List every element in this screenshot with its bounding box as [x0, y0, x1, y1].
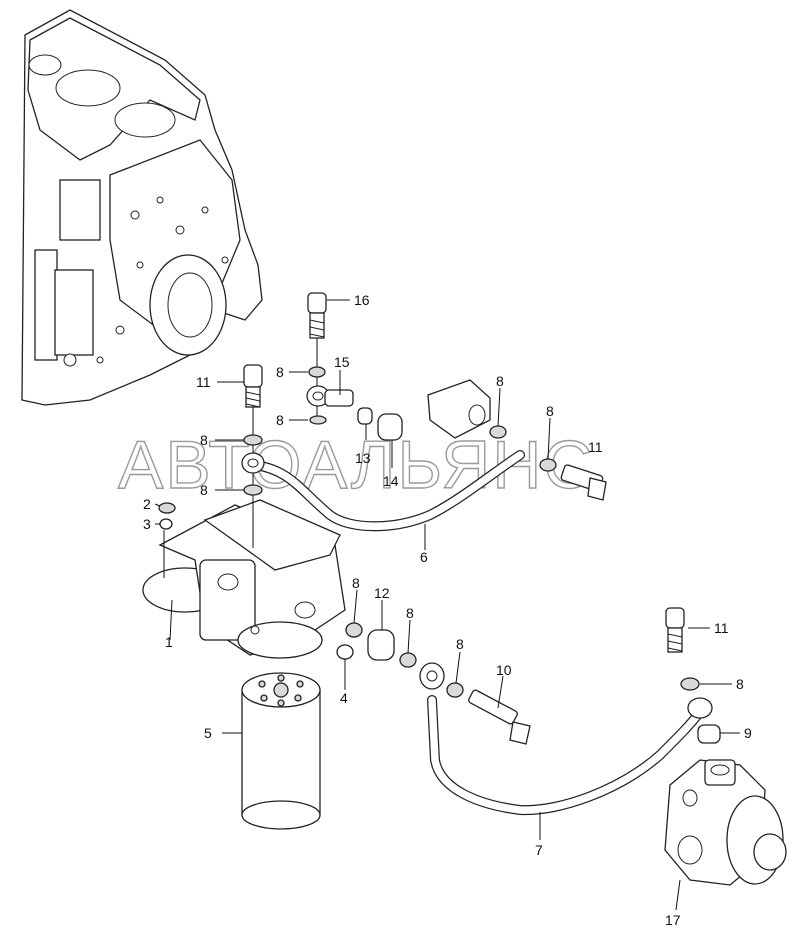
sleeve-9	[697, 724, 721, 744]
banjo-fitting-15	[306, 385, 354, 407]
banjo-bolt-11-upper-right	[560, 464, 607, 501]
washer-8-b	[243, 484, 263, 496]
callout-12: 12	[374, 585, 390, 601]
banjo-bolt-11-left	[243, 364, 263, 548]
leader-lines	[154, 299, 740, 911]
callout-6: 6	[420, 549, 428, 565]
banjo-bolt-11-right	[665, 607, 685, 653]
washer-8-i	[446, 682, 464, 698]
callout-11-upper-right: 11	[588, 439, 603, 455]
banjo-fitting-7-top	[419, 662, 445, 690]
callout-8-j: 8	[736, 676, 744, 692]
fuel-pump-17	[664, 759, 787, 886]
washer-8-c	[308, 366, 326, 378]
callout-1: 1	[165, 634, 173, 650]
sleeve-13	[357, 407, 373, 425]
banjo-fitting-7-right	[687, 697, 713, 719]
washer-8-a	[243, 434, 263, 446]
callout-8-f: 8	[546, 403, 554, 419]
callout-10: 10	[496, 662, 512, 678]
callout-7: 7	[535, 842, 543, 858]
callout-11-right: 11	[714, 620, 729, 636]
callout-8-i: 8	[456, 636, 464, 652]
callout-15: 15	[334, 354, 350, 370]
callout-17: 17	[665, 912, 681, 928]
callout-8-d: 8	[276, 412, 284, 428]
washer-8-d	[309, 415, 327, 425]
callout-13: 13	[355, 450, 371, 466]
pipe-6	[250, 450, 525, 532]
screw-2	[158, 502, 176, 514]
callout-8-e: 8	[496, 373, 504, 389]
pipe-7	[427, 695, 705, 816]
sleeve-12	[367, 629, 395, 661]
callout-11-left: 11	[196, 374, 211, 390]
callout-9: 9	[744, 725, 752, 741]
callout-14: 14	[383, 473, 399, 489]
washer-8-e	[489, 425, 507, 439]
callout-5: 5	[204, 725, 212, 741]
washer-8-g	[345, 622, 363, 638]
callout-8-a: 8	[200, 432, 208, 448]
filter-head-1	[142, 499, 346, 659]
banjo-fitting-13	[241, 452, 265, 474]
banjo-bolt-16	[307, 292, 327, 420]
washer-3	[159, 518, 173, 578]
callout-8-b: 8	[200, 482, 208, 498]
filter-cartridge-5	[241, 672, 321, 830]
callout-2: 2	[143, 496, 151, 512]
callout-8-g: 8	[352, 575, 360, 591]
callout-8-c: 8	[276, 364, 284, 380]
washer-8-f	[539, 458, 557, 472]
callout-8-h: 8	[406, 605, 414, 621]
banjo-bolt-10	[468, 689, 531, 745]
nut-4	[336, 644, 354, 660]
sleeve-14	[377, 413, 403, 441]
washer-8-j	[680, 677, 700, 691]
callout-3: 3	[143, 516, 151, 532]
washer-8-h	[399, 652, 417, 668]
engine-block	[21, 9, 263, 406]
adapter-upper-right	[427, 379, 491, 439]
callout-4: 4	[340, 690, 348, 706]
callouts: 16 15 8 8 11 8 8 13 14 8 8 11 2 3 6 1 8 …	[143, 292, 752, 928]
callout-16: 16	[354, 292, 370, 308]
